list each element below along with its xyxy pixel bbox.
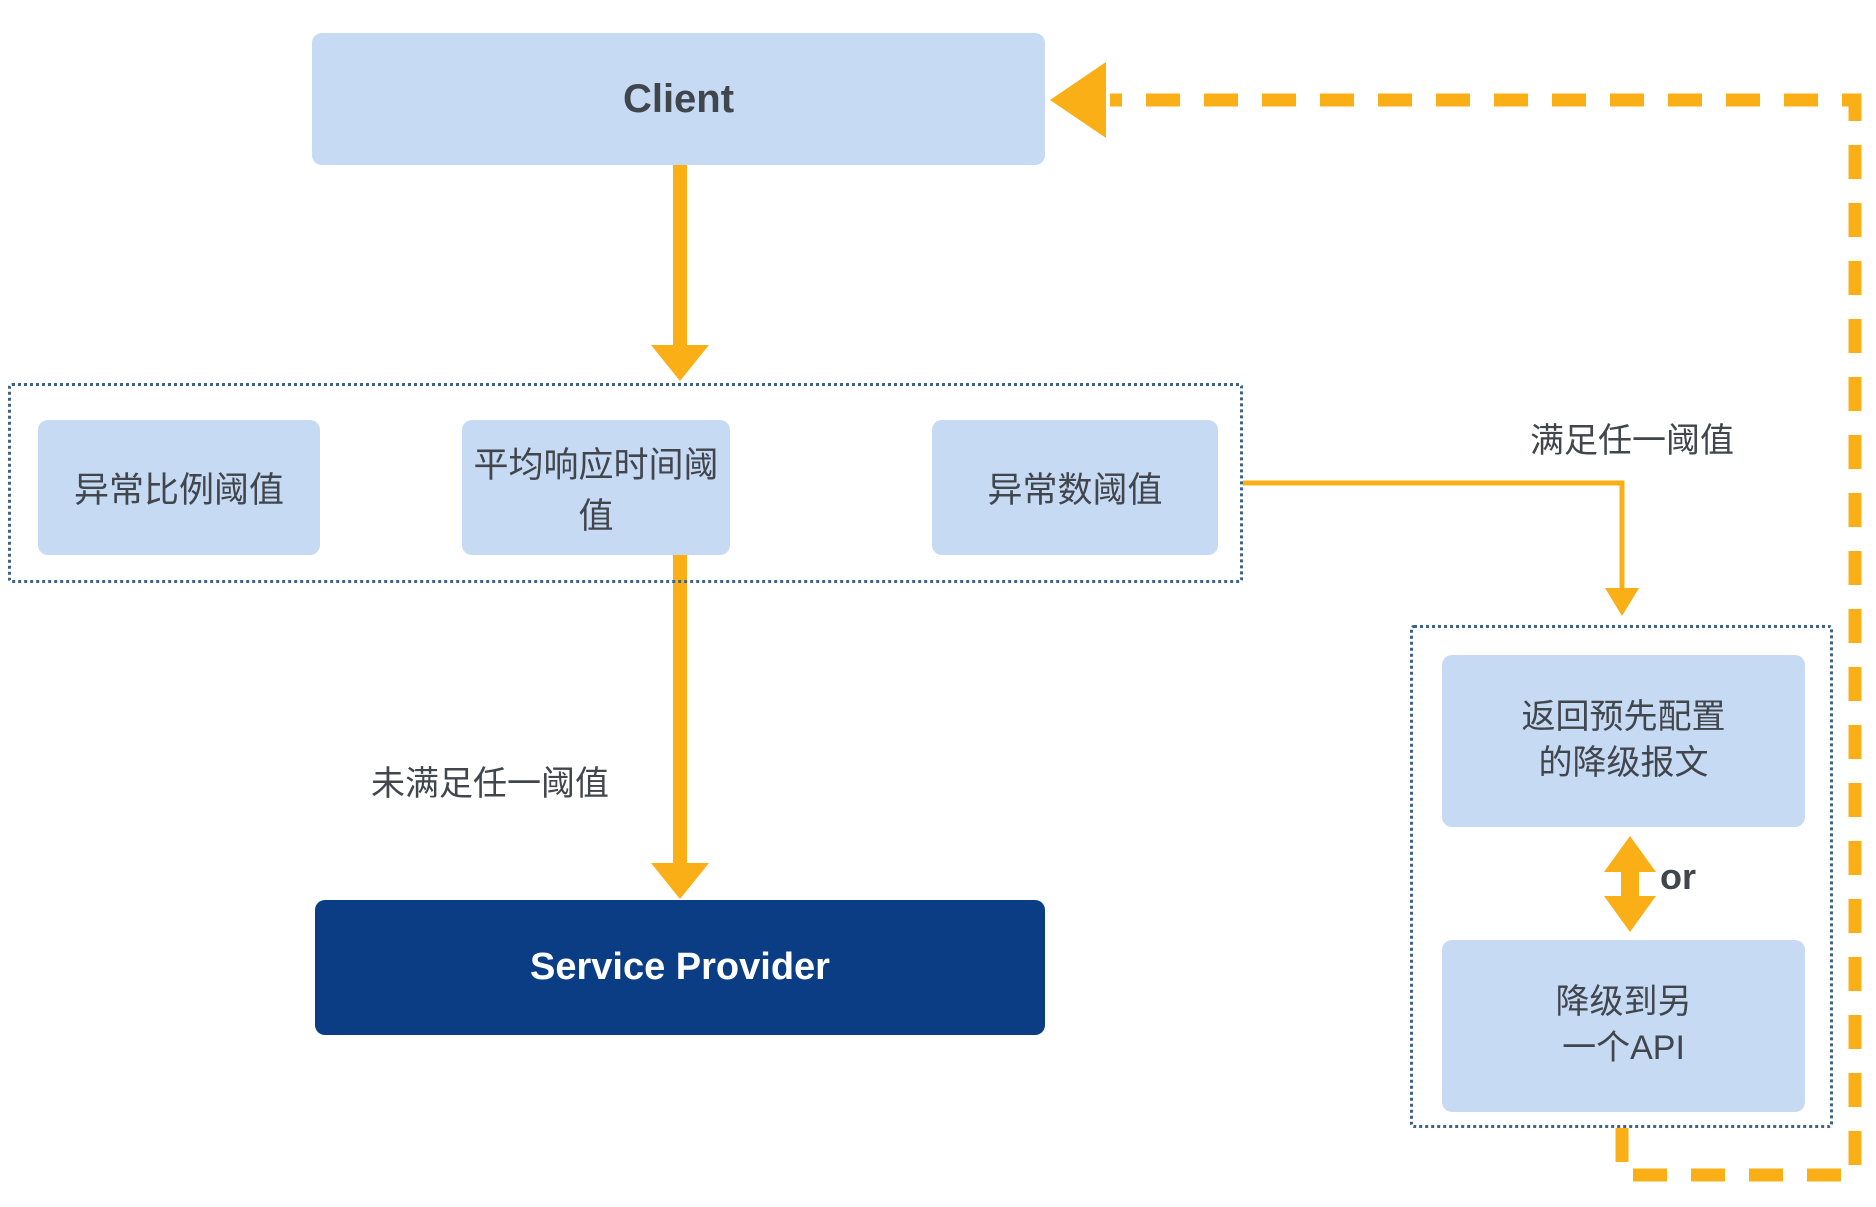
node-fallback-another-api-line2: 一个API <box>1562 1029 1685 1067</box>
node-fallback-preconfigured-message[interactable]: 返回预先配置 的降级报文 <box>1442 655 1805 827</box>
node-threshold-exception-count-label: 异常数阈值 <box>987 471 1163 510</box>
node-client[interactable]: Client <box>312 33 1045 165</box>
node-fallback-another-api[interactable]: 降级到另 一个API <box>1442 940 1805 1112</box>
node-threshold-avg-response-time[interactable]: 平均响应时间阈值 <box>462 420 730 555</box>
node-fallback-preconfigured-message-line2: 的降级报文 <box>1538 744 1709 782</box>
node-fallback-preconfigured-message-text: 返回预先配置 的降级报文 <box>1522 695 1726 787</box>
fallback-group-frame <box>1410 625 1833 1128</box>
node-client-label: Client <box>622 76 735 121</box>
node-service-provider-label: Service Provider <box>530 946 830 988</box>
edge-label-or: or <box>1660 856 1696 897</box>
edge-thresholds-to-fallback <box>1243 480 1639 616</box>
node-fallback-preconfigured-message-line1: 返回预先配置 <box>1521 698 1726 737</box>
edge-client-to-thresholds <box>651 165 709 381</box>
node-threshold-error-ratio-label: 异常比例阈值 <box>73 471 284 510</box>
node-fallback-another-api-line1: 降级到另 <box>1555 983 1692 1022</box>
node-fallback-another-api-text: 降级到另 一个API <box>1556 980 1692 1072</box>
node-service-provider[interactable]: Service Provider <box>315 900 1045 1035</box>
node-threshold-avg-response-time-label: 平均响应时间阈值 <box>473 445 719 536</box>
node-threshold-exception-count[interactable]: 异常数阈值 <box>932 420 1218 555</box>
node-threshold-error-ratio[interactable]: 异常比例阈值 <box>38 420 320 555</box>
edge-label-satisfy-any: 满足任一阈值 <box>1530 421 1734 460</box>
edge-label-not-satisfy-any: 未满足任一阈值 <box>371 764 609 803</box>
threshold-group-frame <box>8 383 1243 583</box>
